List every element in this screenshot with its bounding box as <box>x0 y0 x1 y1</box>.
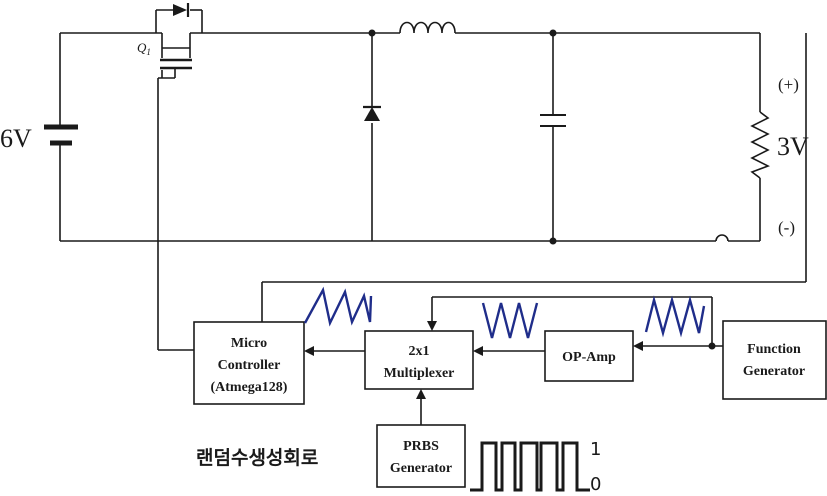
micro-controller-line-3: (Atmega128) <box>211 380 288 395</box>
micro-controller-block: Micro Controller (Atmega128) <box>193 321 305 405</box>
freewheel-diode-symbol <box>363 105 381 121</box>
random-generator-caption: 랜덤수생성회로 <box>196 447 318 469</box>
micro-controller-line-2: Controller <box>218 358 281 373</box>
switch-label: Q1 <box>137 40 151 57</box>
op-amp-label: OP-Amp <box>562 350 616 365</box>
body-diode-symbol <box>173 3 190 17</box>
mosfet-symbol <box>160 47 192 72</box>
multiplexer-line-2: Multiplexer <box>384 366 455 381</box>
function-generator-line-2: Generator <box>743 364 805 379</box>
inductor-symbol <box>399 21 456 34</box>
sawtooth-wave-funcgen <box>644 295 706 338</box>
junction-dots <box>368 29 716 350</box>
source-voltage-label: 6V <box>0 124 32 153</box>
prbs-line-1: PRBS <box>403 439 439 454</box>
minus-terminal-label: (-) <box>778 218 795 237</box>
prbs-high-level: 1 <box>590 439 601 460</box>
resistor-symbol <box>750 111 770 179</box>
op-amp-block: OP-Amp <box>544 330 634 382</box>
battery-symbol <box>44 124 78 146</box>
function-generator-block: Function Generator <box>722 320 827 400</box>
capacitor-symbol <box>540 114 566 127</box>
multiplexer-line-1: 2x1 <box>409 344 430 359</box>
plus-terminal-label: (+) <box>778 75 799 94</box>
sawtooth-wave-mux <box>481 302 539 339</box>
prbs-generator-block: PRBS Generator <box>376 424 466 488</box>
prbs-square-wave <box>470 441 590 492</box>
function-generator-line-1: Function <box>747 342 801 357</box>
multiplexer-block: 2x1 Multiplexer <box>364 330 474 390</box>
signal-connections <box>304 296 723 425</box>
prbs-line-2: Generator <box>390 461 452 476</box>
sawtooth-wave-micro <box>303 286 373 327</box>
micro-controller-line-1: Micro <box>231 336 267 351</box>
power-stage-wiring <box>59 9 807 351</box>
prbs-low-level: 0 <box>590 474 601 495</box>
output-voltage-label: 3V <box>777 132 809 161</box>
